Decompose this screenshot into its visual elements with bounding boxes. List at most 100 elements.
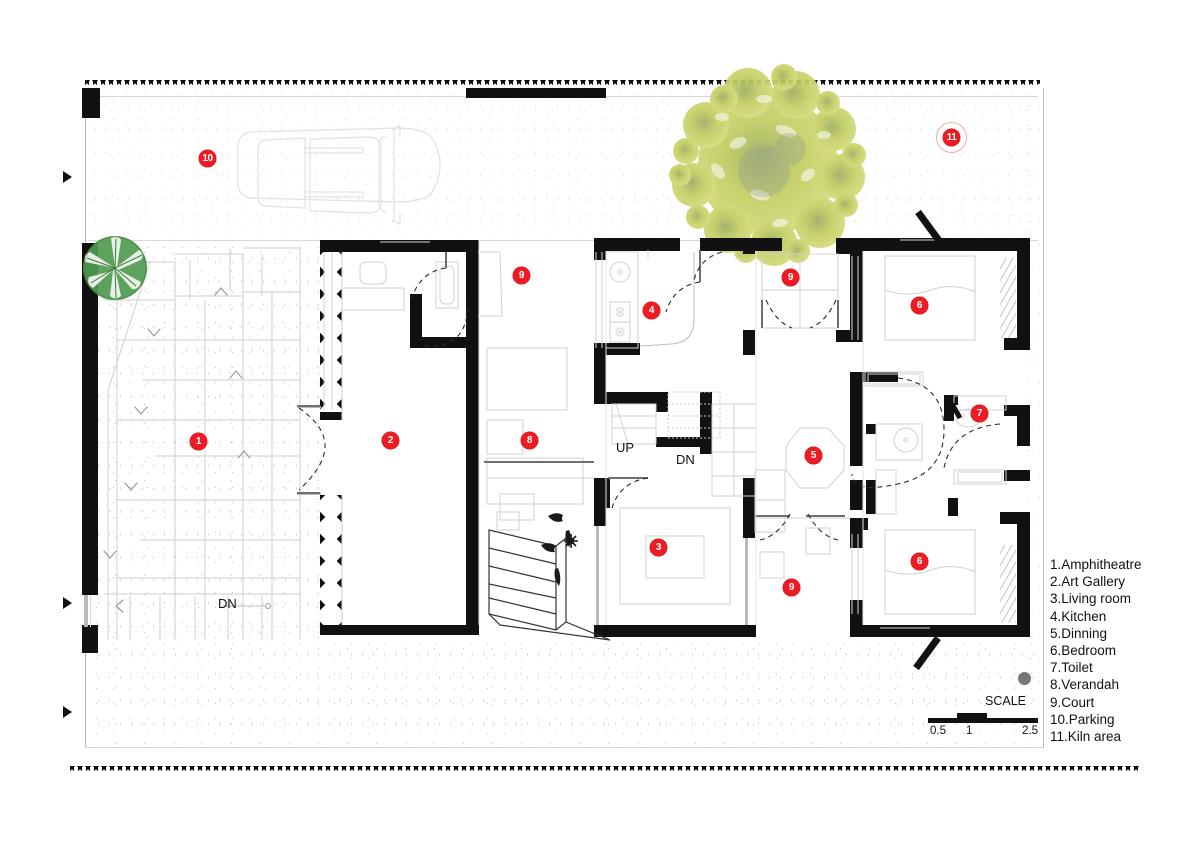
wall-toilet-west bbox=[944, 395, 954, 421]
legend-item-5: 5.Dinning bbox=[1050, 625, 1108, 641]
site-arrow-1 bbox=[63, 171, 72, 183]
gallery-west-door-jamb-2 bbox=[297, 493, 321, 495]
wall-bed1-east-2 bbox=[1004, 338, 1030, 350]
boundary-wall-top-mid bbox=[466, 88, 606, 98]
scale-tick-0: 0.5 bbox=[930, 725, 946, 737]
wall-store-south bbox=[410, 337, 468, 348]
room-marker-bedroom-6: 6 bbox=[911, 297, 928, 314]
wall-toilet-east-2 bbox=[1017, 416, 1030, 446]
wall-kitchen-south bbox=[594, 343, 640, 355]
louver-bed1-east bbox=[1000, 258, 1016, 338]
legend-item-9: 9.Court bbox=[1050, 694, 1095, 710]
wall-dining-east bbox=[850, 424, 863, 466]
room-marker-amphitheatre-1: 1 bbox=[190, 433, 207, 450]
wall-bath-west bbox=[866, 424, 876, 434]
wall-court-ne-south bbox=[836, 330, 854, 342]
wall-bed1-east bbox=[1017, 238, 1030, 346]
room-marker-parking-10: 10 bbox=[199, 150, 216, 167]
legend-item-4: 4.Kitchen bbox=[1050, 608, 1107, 624]
room-marker-court-9: 9 bbox=[783, 579, 800, 596]
room-marker-kiln-area-11: 11 bbox=[936, 122, 967, 153]
louver-bed2-east bbox=[1000, 545, 1016, 623]
wall-bed2-south bbox=[850, 625, 1030, 637]
wall-bed1-west bbox=[850, 238, 863, 342]
legend-item-2: 2.Art Gallery bbox=[1050, 574, 1126, 590]
room-marker-bedroom-6: 6 bbox=[911, 553, 928, 570]
wall-court-ne-west bbox=[743, 238, 755, 254]
legend-item-6: 6.Bedroom bbox=[1050, 643, 1117, 659]
wall-bed1-north bbox=[850, 238, 1030, 251]
scale-bar-segment bbox=[957, 713, 987, 718]
wall-court9-north bbox=[466, 240, 479, 280]
wall-dining-east-2 bbox=[850, 480, 863, 510]
screen-wall-gallery-west-upper bbox=[320, 250, 342, 410]
wall-kitchen-west bbox=[594, 238, 606, 260]
stair-up-label: UP bbox=[616, 440, 635, 455]
wall-court-ne-south-2 bbox=[743, 330, 755, 342]
wall-store-north bbox=[410, 294, 422, 346]
wall-kitchen-north-2 bbox=[700, 238, 782, 251]
wall-kitchen-north bbox=[594, 238, 680, 251]
boundary-wall-west bbox=[82, 243, 98, 595]
site-texture-lower bbox=[88, 636, 1040, 746]
legend-item-1: 1.Amphitheatre bbox=[1050, 557, 1142, 572]
wall-gallery-north-left bbox=[320, 240, 362, 252]
site-boundary-bottom bbox=[85, 747, 1043, 748]
room-marker-art-gallery-2: 2 bbox=[382, 432, 399, 449]
scale-dot-icon bbox=[1018, 672, 1031, 685]
wall-court-ne-east bbox=[836, 238, 850, 254]
wall-bed2-east-2 bbox=[1000, 512, 1030, 524]
room-marker-verandah-8: 8 bbox=[521, 432, 538, 449]
boundary-wall-southwest bbox=[82, 625, 98, 653]
boundary-gate-line bbox=[90, 595, 91, 627]
legend-item-8: 8.Verandah bbox=[1050, 677, 1120, 693]
parking-edge bbox=[88, 240, 1038, 241]
amphitheatre-dn-label: DN bbox=[218, 596, 237, 611]
wall-stair-south bbox=[656, 437, 704, 447]
room-marker-court-9: 9 bbox=[782, 269, 799, 286]
wall-gallery-south bbox=[320, 625, 479, 635]
stair-dn-label: DN bbox=[676, 452, 695, 467]
wall-living-east-lower bbox=[745, 528, 748, 626]
room-marker-kitchen-4: 4 bbox=[643, 302, 660, 319]
wall-stair-box-2 bbox=[656, 392, 668, 412]
scale-label: SCALE bbox=[985, 694, 1026, 708]
boundary-wall-top-left bbox=[82, 88, 100, 118]
room-marker-dinning-5: 5 bbox=[805, 447, 822, 464]
wall-bed1-south bbox=[850, 372, 898, 382]
wall-gallery-east bbox=[466, 240, 479, 635]
wall-living-west-upper bbox=[594, 478, 606, 526]
wall-court-s-west bbox=[743, 518, 755, 538]
wall-kitchen-west-2 bbox=[594, 343, 606, 403]
legend-item-7: 7.Toilet bbox=[1050, 660, 1093, 676]
wall-gallery-west-mid bbox=[320, 412, 342, 420]
wall-bath-west-2 bbox=[866, 480, 876, 514]
wall-bed2-west-2 bbox=[850, 600, 863, 636]
wall-living-south bbox=[594, 625, 756, 637]
site-texture-upper bbox=[85, 88, 1040, 238]
wall-living-west-lower bbox=[596, 526, 599, 626]
legend-item-3: 3.Living room bbox=[1050, 591, 1132, 607]
site-arrow-3 bbox=[63, 706, 72, 718]
wall-toilet-south bbox=[1004, 470, 1030, 481]
legend-item-10: 10.Parking bbox=[1050, 711, 1115, 727]
gallery-west-door-jamb bbox=[297, 406, 321, 408]
wall-bed2-west bbox=[850, 518, 863, 532]
boundary-gate-west bbox=[84, 595, 88, 627]
scale-tick-1: 1 bbox=[966, 725, 973, 737]
room-marker-living-room-3: 3 bbox=[650, 539, 667, 556]
wall-bath-south bbox=[948, 498, 958, 516]
legend-item-11: 11.Kiln area bbox=[1050, 729, 1122, 745]
site-arrow-2 bbox=[63, 597, 72, 609]
wall-bed2-east bbox=[1017, 512, 1030, 626]
wall-toilet-east bbox=[1004, 405, 1030, 416]
room-marker-court-9: 9 bbox=[513, 267, 530, 284]
border-bottom-zigzag bbox=[70, 766, 1140, 780]
room-marker-toilet-7: 7 bbox=[971, 405, 988, 422]
screen-wall-gallery-west-lower bbox=[320, 495, 342, 627]
scale-bar-line bbox=[928, 718, 1038, 723]
wall-stair-north bbox=[594, 392, 656, 404]
scale-tick-2: 2.5 bbox=[1022, 725, 1038, 737]
